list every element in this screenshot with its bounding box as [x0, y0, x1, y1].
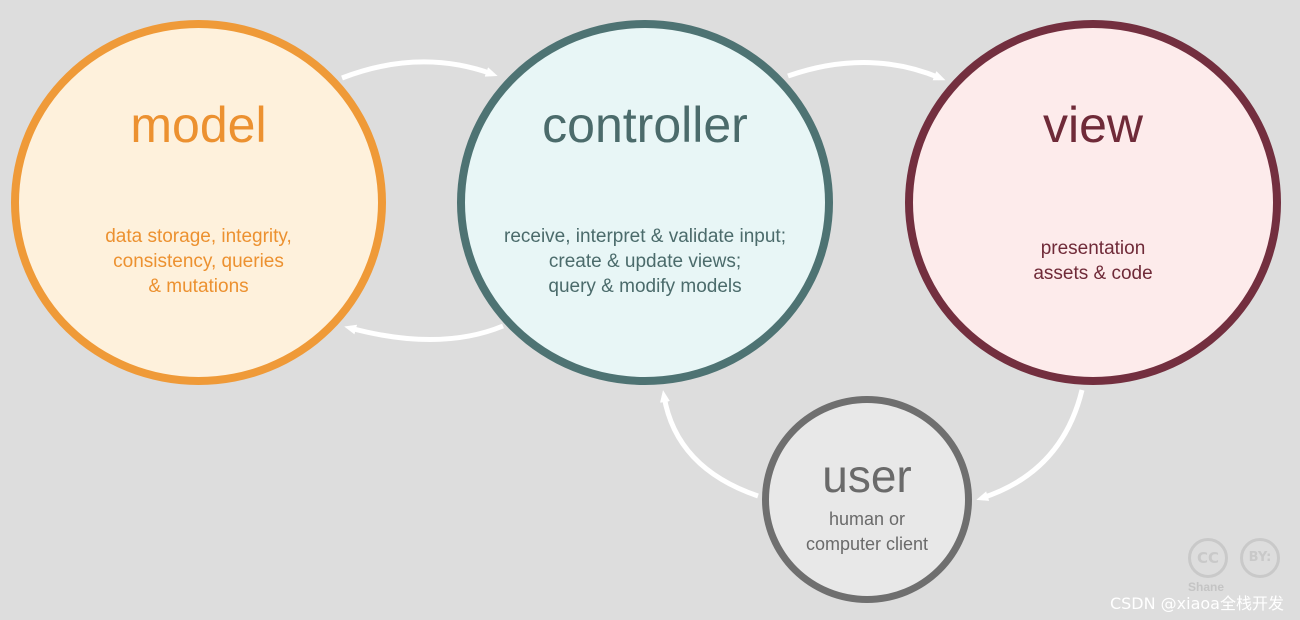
model-title: model	[130, 97, 267, 153]
controller-description-line: receive, interpret & validate input;	[504, 226, 786, 247]
edge-user-to-controller	[660, 390, 759, 499]
license-badge: CC BY: Shane	[1188, 538, 1284, 594]
view-description: presentation assets & code	[913, 236, 1273, 286]
controller-description-line: query & modify models	[548, 276, 742, 297]
license-author: Shane	[1188, 580, 1225, 594]
view-node: view presentation assets & code	[905, 20, 1281, 385]
edge-view-to-user	[976, 389, 1085, 501]
watermark: CSDN @xiaoa全栈开发	[1109, 594, 1284, 613]
edge-controller-to-model	[344, 323, 504, 343]
model-description-line: & mutations	[148, 276, 249, 297]
model-node: model data storage, integrity, consisten…	[11, 20, 386, 385]
edge-model-to-controller	[341, 59, 498, 81]
controller-description: receive, interpret & validate input; cre…	[465, 224, 825, 299]
model-description-line: data storage, integrity,	[105, 226, 292, 247]
controller-node: controller receive, interpret & validate…	[457, 20, 833, 385]
user-description: human or computer client	[769, 507, 965, 557]
cc-icon: CC	[1188, 538, 1228, 578]
view-description-line: assets & code	[1033, 263, 1153, 284]
model-description: data storage, integrity, consistency, qu…	[19, 224, 378, 299]
controller-description-line: create & update views;	[548, 251, 742, 272]
attribution-icon: BY:	[1240, 538, 1280, 578]
user-title: user	[822, 450, 912, 502]
user-node: user human or computer client	[762, 396, 972, 603]
view-title: view	[1042, 97, 1144, 153]
edge-controller-to-view	[787, 60, 946, 81]
user-description-line: human or	[828, 509, 906, 529]
view-description-line: presentation	[1040, 238, 1146, 259]
controller-title: controller	[542, 97, 748, 153]
user-description-line: computer client	[805, 534, 929, 554]
model-description-line: consistency, queries	[113, 251, 284, 272]
